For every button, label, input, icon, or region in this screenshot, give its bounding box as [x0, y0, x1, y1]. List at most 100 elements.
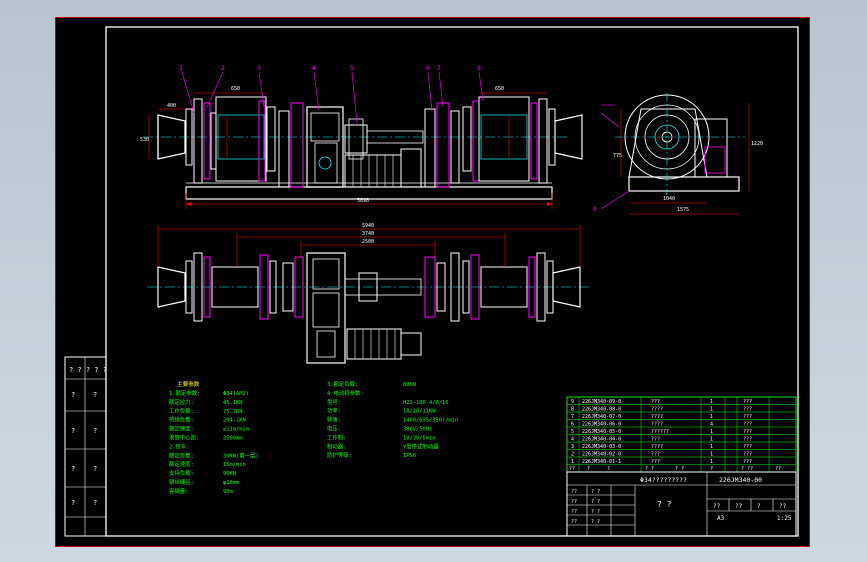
plan-view — [147, 225, 590, 364]
drawing-frame — [105, 26, 799, 537]
dim-650-right: 650 — [495, 86, 504, 92]
front-view-labels: 1 2 3 4 5 6 7 8 400 650 650 5890 530 — [140, 64, 504, 204]
note-value: 90KN — [223, 471, 236, 477]
cad-viewport[interactable]: ? ? ? ? ? ? ? ? ? ? ? ? ? — [55, 17, 810, 547]
balloon-1: 1 — [179, 64, 183, 72]
bom-material: ??? — [743, 429, 752, 435]
bom-code: 226JM340-04-0 — [582, 437, 621, 443]
bom-no: 5 — [571, 429, 574, 435]
note-value: 18/18/11KW — [403, 409, 436, 415]
bom-qty: 1 — [710, 437, 713, 443]
note-label: 支持负载: — [169, 469, 194, 477]
note-value: Y型带式制动器 — [403, 442, 439, 450]
note-value: ≥11m/min — [223, 427, 249, 433]
note-label: 工作负载: — [169, 407, 194, 415]
sign-row-4: ?? — [571, 519, 577, 525]
balloon-4: 4 — [312, 64, 316, 72]
dim-530: 530 — [140, 137, 149, 143]
balloon-2: 2 — [221, 64, 225, 72]
note-label: 3.额定负载: — [327, 380, 358, 388]
bom-name: ???? — [651, 444, 663, 450]
note-value: 10/30/5min — [403, 435, 435, 441]
note-label: 额定速度: — [169, 460, 194, 468]
note-value: H22-160-4/8/16 — [403, 400, 448, 406]
bom-name: ???? — [651, 407, 663, 413]
bom-material: ??? — [743, 452, 752, 458]
bom-no: 1 — [571, 459, 574, 465]
bom-no: 6 — [571, 422, 574, 428]
balloon-5: 5 — [350, 64, 354, 72]
drawing-number: 226JM340-00 — [719, 476, 762, 484]
note-value: φ18mm — [223, 480, 239, 486]
bom-qty: 1 — [710, 414, 713, 420]
title-block — [566, 471, 797, 537]
bom-qty: 1 — [710, 399, 713, 405]
technical-notes-left-rows: 1.额定参数:Φ34(AM2)额定拉力:45.1KN工作负载:75.7KN持续负… — [169, 389, 259, 495]
note-label: 功率: — [327, 407, 341, 415]
front-view — [143, 71, 583, 209]
note-label: 1.额定参数: — [169, 389, 200, 397]
note-value: 75.7KN — [223, 409, 242, 415]
bom-code: 226JM340-02-0 — [582, 452, 621, 458]
dim-overall: 5890 — [357, 198, 369, 204]
note-value: 380V/50Hz — [403, 427, 432, 433]
binding-text-4: ? — [71, 465, 75, 473]
sign-row-7: ? ? — [591, 509, 600, 515]
tb-cell-2: ?? — [735, 503, 743, 510]
note-label: 电压: — [327, 425, 341, 433]
bom-name: ??? — [651, 459, 660, 465]
bom-material: ??? — [743, 422, 752, 428]
drawing-title: Φ34????????? — [640, 476, 687, 484]
bom-no: 3 — [571, 444, 574, 450]
bom-header: ? — [710, 466, 713, 472]
left-binding-lines — [65, 357, 106, 536]
bom-name: ???? — [651, 414, 663, 420]
dim-775: 775 — [613, 153, 622, 159]
tb-cell-1: ?? — [713, 503, 721, 510]
note-value: 2500mm — [223, 436, 242, 442]
bom-code: 226JM340-03-0 — [582, 444, 621, 450]
bom-header: ?? — [569, 466, 575, 472]
bom-qty: 1 — [710, 452, 713, 458]
binding-text-3: ? — [71, 427, 75, 435]
note-label: 钢丝绳径: — [169, 478, 194, 486]
dim-650-left: 650 — [231, 86, 240, 92]
bom-material: ??? — [743, 407, 752, 413]
note-value: 15m/min — [223, 462, 246, 468]
binding-text-5: ? — [71, 499, 75, 507]
dim-1220: 1220 — [751, 141, 763, 147]
bom-material: ??? — [743, 437, 752, 443]
note-value: IP56 — [403, 453, 416, 459]
note-value: 1400/695/350r/min — [403, 418, 458, 424]
note-label: 型号: — [327, 398, 341, 406]
bom-name: ??? — [651, 452, 660, 458]
technical-notes-left: 主要参数 — [177, 380, 200, 388]
bom-header: ? ? — [675, 466, 684, 472]
note-label: 容绳量: — [169, 487, 188, 495]
left-binding-text: ? ? ? ? ? ? ? ? ? ? ? ? ? — [69, 366, 107, 507]
bom-name: ?????? — [651, 429, 669, 435]
note-value: 45.1KN — [223, 400, 242, 406]
left-binding-strip — [64, 356, 107, 537]
bom-material: ??? — [743, 399, 752, 405]
note-label: 2.绞车: — [169, 442, 190, 450]
sign-row-6: ? ? — [591, 499, 600, 505]
note-value: 30KN(第一层) — [223, 451, 259, 459]
bom-qty: 1 — [710, 407, 713, 413]
binding-text-2: ? — [71, 391, 75, 399]
bom-header: ? — [587, 466, 590, 472]
balloon-8: 8 — [477, 64, 481, 72]
bom-qty: 4 — [710, 422, 713, 428]
note-label: 4.电动机参数: — [327, 389, 364, 397]
note-label: 滚筒中心距: — [169, 434, 199, 442]
binding-text-8: ? — [93, 465, 97, 473]
assembly-drawing: ? ? ? ? ? ? ? ? ? ? ? ? ? — [55, 17, 810, 547]
note-value: 80KN — [403, 382, 416, 388]
part-name: ? ? — [657, 500, 672, 509]
balloon-3: 3 — [257, 64, 261, 72]
bom-code: 226JM340-05-0 — [582, 429, 621, 435]
notes-heading: 主要参数 — [177, 380, 200, 388]
note-label: 额定速度: — [169, 425, 194, 433]
balloon-6: 6 — [426, 64, 430, 72]
